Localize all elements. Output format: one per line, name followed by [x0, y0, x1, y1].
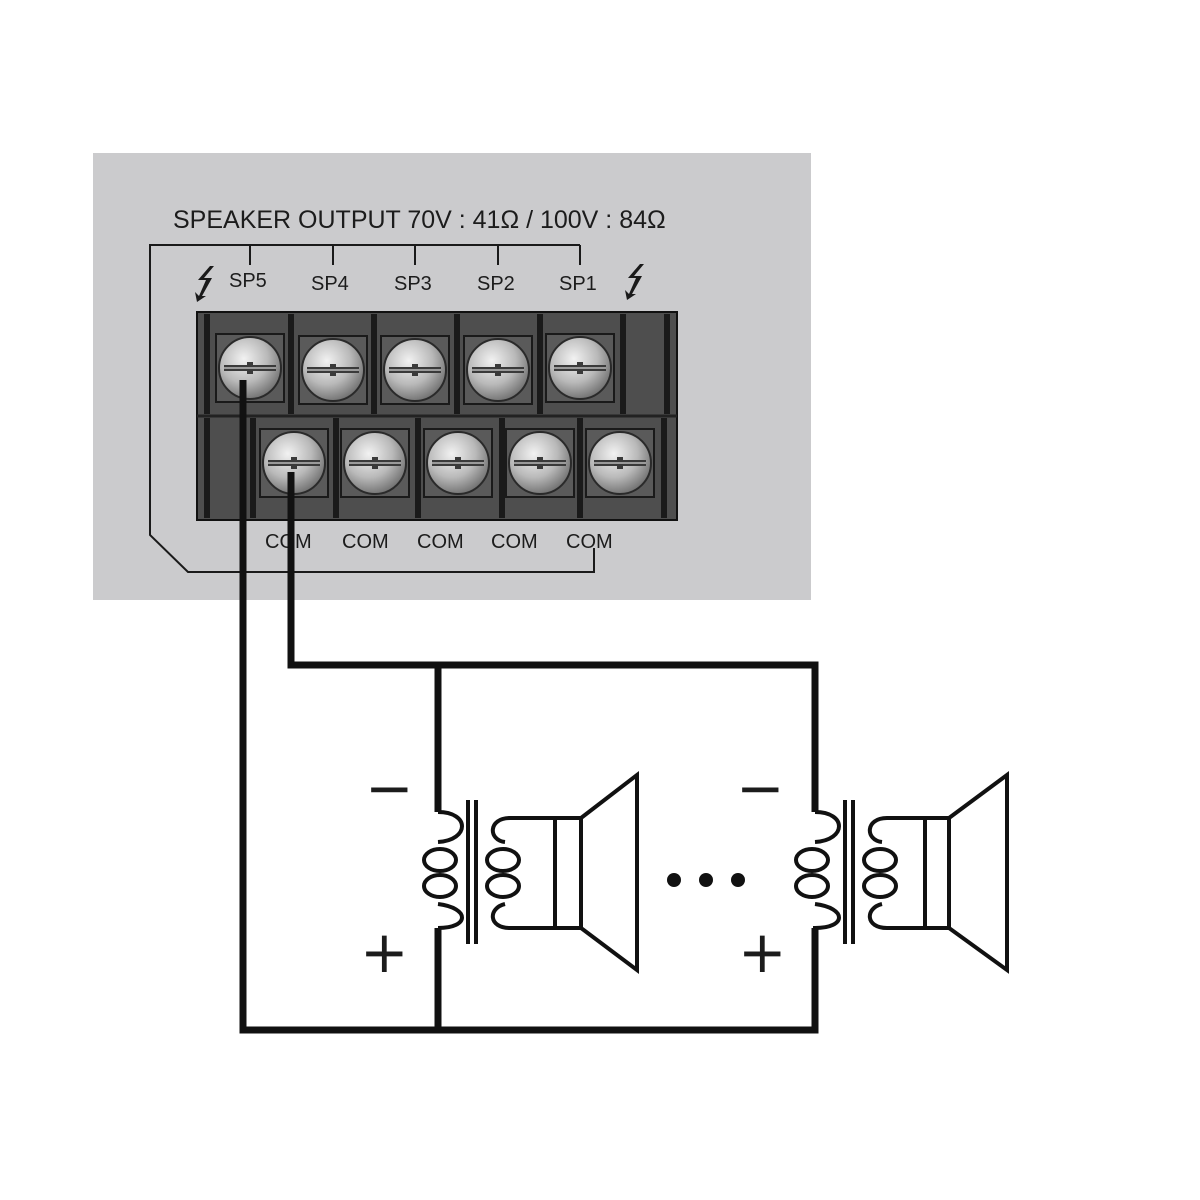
terminal-label-sp5: SP5 — [229, 270, 267, 292]
speaker1-minus-sign: − — [365, 754, 414, 822]
screw-sp5 — [216, 334, 284, 402]
screw-sp2 — [464, 336, 532, 404]
speaker-1 — [422, 770, 639, 974]
terminal-label-sp2: SP2 — [477, 273, 515, 295]
speaker2-plus-sign: + — [738, 918, 787, 986]
speaker-2 — [794, 771, 1009, 974]
terminal-label-com-4: COM — [491, 531, 538, 553]
terminal-bracket-line — [149, 244, 595, 573]
bottom-screws — [260, 429, 654, 497]
screw-sp1 — [546, 334, 614, 402]
speaker2-minus-sign: − — [736, 754, 785, 822]
panel-title: SPEAKER OUTPUT 70V : 41Ω / 100V : 84Ω — [173, 206, 666, 234]
terminal-label-sp1: SP1 — [559, 273, 597, 295]
screw-com-3 — [424, 429, 492, 497]
screw-sp4 — [299, 336, 367, 404]
screw-com-2 — [341, 429, 409, 497]
top-screws — [216, 334, 614, 404]
terminal-label-sp4: SP4 — [311, 273, 349, 295]
screw-sp3 — [381, 336, 449, 404]
ellipsis-dots-icon — [667, 873, 745, 887]
terminal-label-sp3: SP3 — [394, 273, 432, 295]
terminal-tick-lines — [249, 245, 581, 265]
terminal-label-com-3: COM — [417, 531, 464, 553]
speaker1-primary-coil — [437, 810, 464, 844]
bottom-terminal-labels: COM COM COM COM COM — [265, 531, 613, 553]
terminal-label-com-2: COM — [342, 531, 389, 553]
screw-com-4 — [506, 429, 574, 497]
terminal-label-com-5: COM — [566, 531, 613, 553]
top-terminal-labels: SP5 SP4 SP3 SP2 SP1 — [229, 270, 597, 295]
speaker1-plus-sign: + — [360, 918, 409, 986]
screw-com-5 — [586, 429, 654, 497]
